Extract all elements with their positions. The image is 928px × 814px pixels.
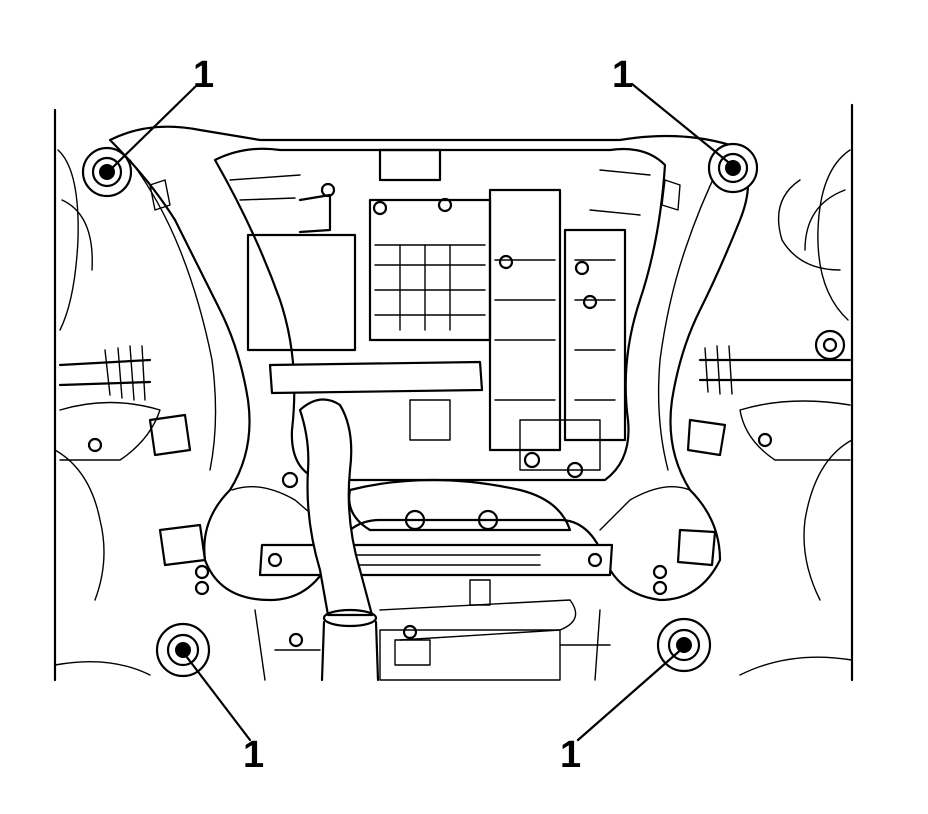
underbody-background xyxy=(53,103,854,682)
engine-transmission-assembly xyxy=(229,148,651,489)
mount-bushing-lower-left xyxy=(155,622,211,678)
callout-label-lower-right: 1 xyxy=(560,734,581,776)
callout-label-upper-right: 1 xyxy=(612,54,633,96)
callout-leaders xyxy=(108,82,735,742)
drive-shafts xyxy=(58,329,852,401)
callout-labels: 1 1 1 1 xyxy=(193,54,633,776)
leader-line-lower-right xyxy=(576,645,686,742)
callout-label-lower-left: 1 xyxy=(243,734,264,776)
leader-line-upper-right xyxy=(630,82,735,168)
leader-line-lower-left xyxy=(181,650,252,742)
lower-components xyxy=(254,579,611,681)
front-subframe xyxy=(108,125,750,602)
leader-line-upper-left xyxy=(108,84,198,172)
callout-label-upper-left: 1 xyxy=(193,54,214,96)
side-mount-brackets xyxy=(59,179,851,596)
